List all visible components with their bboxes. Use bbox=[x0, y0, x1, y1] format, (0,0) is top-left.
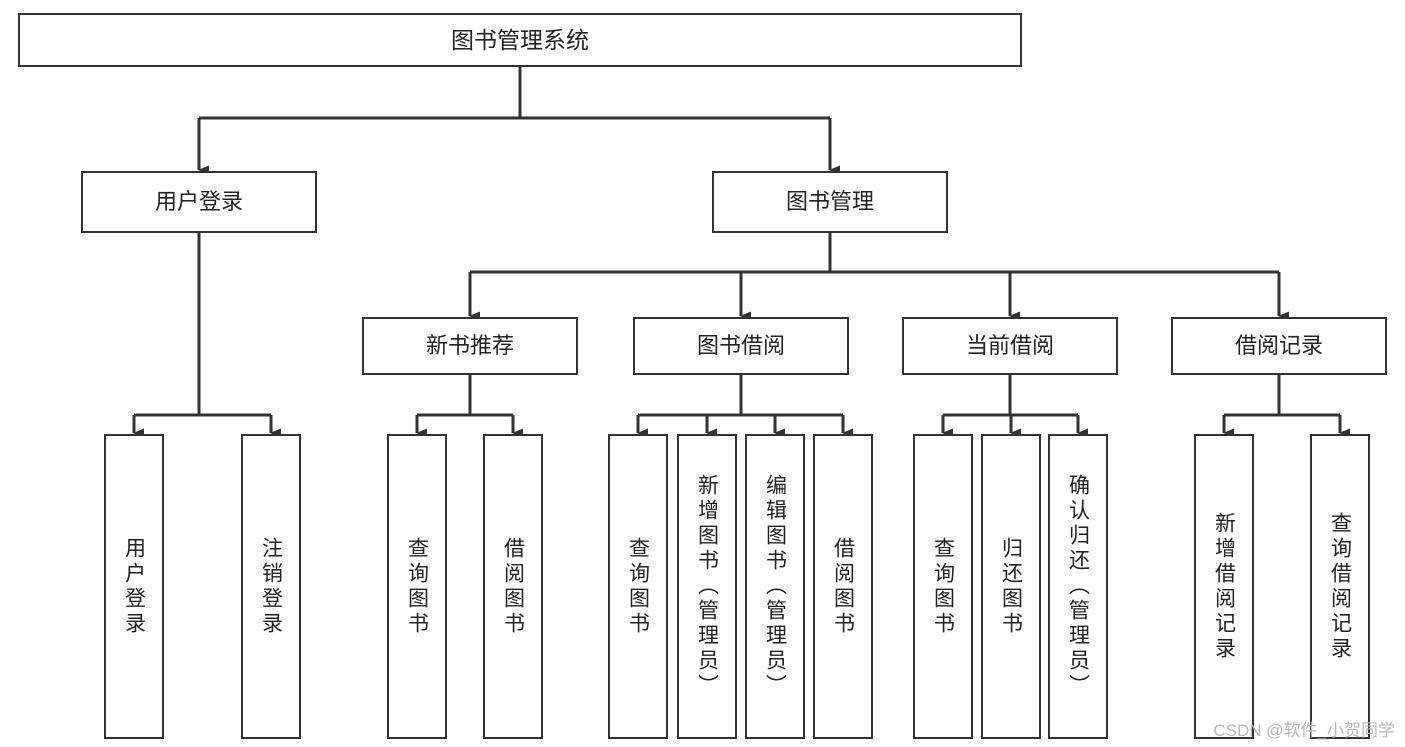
node-label: 归还图书 bbox=[999, 536, 1023, 637]
connectors-group bbox=[132, 67, 1350, 438]
node-label: 查询图书 bbox=[931, 536, 955, 637]
node-label: 借阅记录 bbox=[1234, 333, 1323, 359]
node-label: 图书管理系统 bbox=[451, 26, 589, 53]
node-label: 新增借阅记录 bbox=[1212, 511, 1236, 662]
node-borrow-record[interactable]: 借阅记录 bbox=[1171, 317, 1387, 375]
node-label: 用户登录 bbox=[154, 189, 243, 215]
node-label: 编辑图书（管理员） bbox=[763, 474, 787, 699]
node-label: 借阅图书 bbox=[831, 536, 855, 637]
node-label: 注销登录 bbox=[259, 536, 283, 637]
node-leaf-query-book-1[interactable]: 查询图书 bbox=[387, 434, 447, 739]
node-leaf-logout[interactable]: 注销登录 bbox=[241, 434, 301, 739]
node-leaf-query-record[interactable]: 查询借阅记录 bbox=[1310, 434, 1370, 739]
node-leaf-borrow-book-2[interactable]: 借阅图书 bbox=[813, 434, 873, 739]
node-book-manage[interactable]: 图书管理 bbox=[712, 171, 948, 233]
node-leaf-return-book[interactable]: 归还图书 bbox=[981, 434, 1041, 739]
node-leaf-user-login[interactable]: 用户登录 bbox=[104, 434, 164, 739]
node-root[interactable]: 图书管理系统 bbox=[18, 13, 1022, 67]
node-leaf-query-book-3[interactable]: 查询图书 bbox=[913, 434, 973, 739]
node-leaf-borrow-book-1[interactable]: 借阅图书 bbox=[483, 434, 543, 739]
node-label: 确认归还（管理员） bbox=[1066, 474, 1090, 699]
node-new-book-rec[interactable]: 新书推荐 bbox=[362, 317, 578, 375]
node-label: 查询借阅记录 bbox=[1328, 511, 1352, 662]
node-leaf-edit-book[interactable]: 编辑图书（管理员） bbox=[745, 434, 805, 739]
node-label: 用户登录 bbox=[122, 536, 146, 637]
node-book-borrow[interactable]: 图书借阅 bbox=[633, 317, 849, 375]
node-label: 图书管理 bbox=[785, 189, 874, 215]
node-leaf-confirm-return[interactable]: 确认归还（管理员） bbox=[1048, 434, 1108, 739]
node-leaf-add-record[interactable]: 新增借阅记录 bbox=[1194, 434, 1254, 739]
node-label: 查询图书 bbox=[626, 536, 650, 637]
node-label: 当前借阅 bbox=[965, 333, 1054, 359]
node-leaf-query-book-2[interactable]: 查询图书 bbox=[608, 434, 668, 739]
node-label: 图书借阅 bbox=[696, 333, 785, 359]
node-label: 新书推荐 bbox=[425, 333, 514, 359]
node-current-borrow[interactable]: 当前借阅 bbox=[902, 317, 1118, 375]
node-label: 借阅图书 bbox=[501, 536, 525, 637]
node-label: 查询图书 bbox=[405, 536, 429, 637]
node-leaf-add-book[interactable]: 新增图书（管理员） bbox=[677, 434, 737, 739]
node-label: 新增图书（管理员） bbox=[695, 474, 719, 699]
node-user-login[interactable]: 用户登录 bbox=[81, 171, 317, 233]
